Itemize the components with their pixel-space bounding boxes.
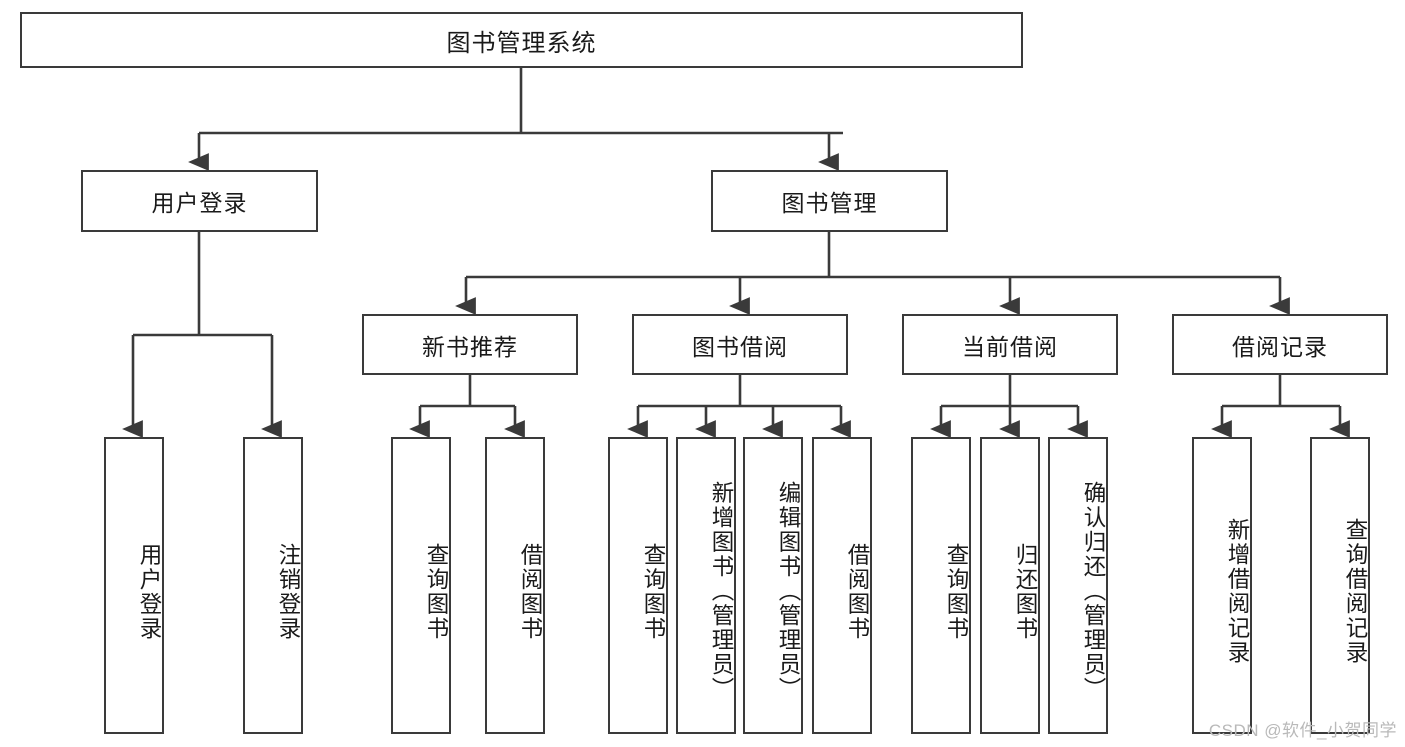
node-leaf-user-login[interactable]: 用户登录 <box>104 437 164 734</box>
node-label: 确认归还（管理员） <box>1081 481 1106 702</box>
node-label: 用户登录 <box>151 190 248 216</box>
node-user-login[interactable]: 用户登录 <box>81 170 318 232</box>
node-leaf-confirm-return[interactable]: 确认归还（管理员） <box>1048 437 1108 734</box>
node-leaf-query-book-1[interactable]: 查询图书 <box>391 437 451 734</box>
node-leaf-query-book-2[interactable]: 查询图书 <box>608 437 668 734</box>
node-borrow-record[interactable]: 借阅记录 <box>1172 314 1388 375</box>
node-label: 图书管理 <box>781 190 878 216</box>
node-label: 借阅图书 <box>518 542 543 641</box>
node-label: 当前借阅 <box>962 333 1058 360</box>
node-leaf-return-book[interactable]: 归还图书 <box>980 437 1040 734</box>
node-current-borrow[interactable]: 当前借阅 <box>902 314 1118 375</box>
node-leaf-logout-login[interactable]: 注销登录 <box>243 437 303 734</box>
node-book-management[interactable]: 图书管理 <box>711 170 948 232</box>
node-leaf-query-book-3[interactable]: 查询图书 <box>911 437 971 734</box>
node-book-borrow[interactable]: 图书借阅 <box>632 314 848 375</box>
node-leaf-query-record[interactable]: 查询借阅记录 <box>1310 437 1370 734</box>
node-label: 查询借阅记录 <box>1343 518 1368 665</box>
node-label: 新书推荐 <box>422 333 518 360</box>
node-label: 图书借阅 <box>692 333 788 360</box>
node-leaf-borrow-book-2[interactable]: 借阅图书 <box>812 437 872 734</box>
node-leaf-edit-book[interactable]: 编辑图书（管理员） <box>743 437 803 734</box>
node-label: 新增借阅记录 <box>1225 518 1250 665</box>
node-label: 新增图书（管理员） <box>709 481 734 702</box>
node-label: 图书管理系统 <box>446 29 597 57</box>
node-label: 借阅图书 <box>845 542 870 641</box>
node-label: 注销登录 <box>276 542 301 641</box>
node-label: 用户登录 <box>137 542 162 641</box>
node-root-system[interactable]: 图书管理系统 <box>20 12 1023 68</box>
watermark-text: CSDN @软件_小贺同学 <box>1208 721 1397 740</box>
node-label: 编辑图书（管理员） <box>776 481 801 702</box>
node-leaf-borrow-book-1[interactable]: 借阅图书 <box>485 437 545 734</box>
node-label: 查询图书 <box>944 542 969 641</box>
node-leaf-add-book[interactable]: 新增图书（管理员） <box>676 437 736 734</box>
node-label: 归还图书 <box>1013 542 1038 641</box>
node-label: 借阅记录 <box>1232 333 1328 360</box>
node-label: 查询图书 <box>424 542 449 641</box>
node-new-book-recommend[interactable]: 新书推荐 <box>362 314 578 375</box>
node-leaf-add-record[interactable]: 新增借阅记录 <box>1192 437 1252 734</box>
node-label: 查询图书 <box>641 542 666 641</box>
